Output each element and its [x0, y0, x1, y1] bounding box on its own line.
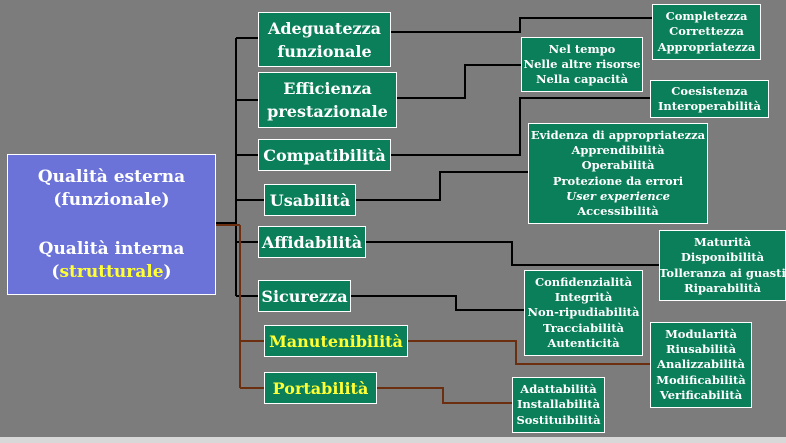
bottom-bar — [0, 437, 786, 443]
sub-item: Appropriatezza — [657, 39, 756, 54]
root-line-external: Qualità esterna — [37, 166, 186, 187]
sub-item: Evidenza di appropriatezza — [530, 127, 706, 142]
structural-highlight: strutturale — [59, 261, 164, 282]
root-line-structural: (strutturale) — [51, 261, 172, 282]
sub-item: Accessibilità — [577, 203, 659, 218]
sub-compatibilita: Coesistenza Interoperabilità — [650, 80, 769, 118]
char-usabilita: Usabilità — [264, 184, 356, 216]
sub-portabilita: Adattabilità Installabilità Sostituibili… — [512, 377, 605, 433]
sub-item: Modificabilità — [656, 372, 746, 387]
sub-item: Interoperabilità — [658, 99, 761, 113]
char-compatibilita: Compatibilità — [258, 139, 391, 171]
sub-item: Adattabilità — [520, 382, 597, 397]
sub-adeguatezza: Completezza Correttezza Appropriatezza — [652, 4, 761, 60]
sub-item: Riparabilità — [684, 280, 761, 295]
root-quality-box: Qualità esterna (funzionale) Qualità int… — [7, 154, 216, 295]
char-manutenibilita-label: Manutenibilità — [269, 331, 403, 351]
char-efficienza-line2: prestazionale — [267, 102, 388, 121]
char-adeguatezza-funzionale: Adeguatezza funzionale — [258, 12, 391, 67]
char-adeguatezza-line2: funzionale — [277, 41, 372, 61]
char-usabilita-label: Usabilità — [269, 190, 351, 210]
root-line-functional: (funzionale) — [53, 189, 170, 210]
sub-item: Nella capacità — [535, 72, 629, 87]
sub-item: Tolleranza ai guasti — [659, 265, 786, 280]
char-compatibilita-label: Compatibilità — [263, 145, 386, 165]
char-sicurezza: Sicurezza — [258, 280, 351, 312]
sub-item: Verificabilità — [659, 387, 743, 402]
char-manutenibilita: Manutenibilità — [264, 325, 408, 357]
sub-item: Confidenzialità — [534, 274, 633, 289]
sub-item: Protezione da errori — [552, 173, 684, 188]
char-efficienza-prestazionale: Efficienza prestazionale — [258, 72, 397, 128]
sub-item: Installabilità — [516, 397, 601, 412]
sub-item: Coesistenza — [671, 83, 748, 98]
sub-item: Analizzabilità — [657, 357, 745, 372]
sub-item: Modularità — [665, 326, 737, 341]
sub-manutenibilita: Modularità Riusabilità Analizzabilità Mo… — [650, 322, 752, 408]
sub-item: Riusabilità — [665, 342, 737, 357]
sub-item: Sostituibilità — [516, 412, 601, 427]
char-efficienza-line1: Efficienza — [283, 79, 372, 98]
sub-sicurezza: Confidenzialità Integrità Non-ripudiabil… — [524, 270, 643, 356]
sub-item: Non-ripudiabilità — [527, 305, 640, 320]
sub-item: Disponibilità — [680, 250, 765, 265]
char-sicurezza-label: Sicurezza — [261, 286, 348, 306]
char-affidabilita: Affidabilità — [258, 226, 366, 258]
sub-usabilita: Evidenza di appropriatezza Apprendibilit… — [528, 123, 708, 224]
sub-item: Operabilità — [581, 158, 655, 173]
sub-affidabilita: Maturità Disponibilità Tolleranza ai gua… — [659, 230, 786, 301]
sub-item: Nel tempo — [548, 41, 616, 56]
sub-item: Integrità — [554, 290, 613, 305]
char-portabilita: Portabilità — [264, 372, 377, 404]
sub-efficienza: Nel tempo Nelle altre risorse Nella capa… — [521, 37, 643, 92]
char-portabilita-label: Portabilità — [272, 378, 369, 398]
char-adeguatezza-line1: Adeguatezza — [267, 18, 382, 38]
sub-item: Tracciabilità — [543, 320, 624, 335]
sub-item: Completezza — [665, 9, 748, 24]
sub-item: Apprendibilità — [571, 143, 665, 158]
sub-item: Maturità — [693, 235, 752, 250]
sub-item: Autenticità — [547, 335, 620, 350]
sub-item: User experience — [566, 188, 670, 203]
char-affidabilita-label: Affidabilità — [261, 232, 363, 252]
sub-item: Correttezza — [669, 24, 744, 39]
root-line-internal: Qualità interna — [38, 238, 185, 259]
sub-item: Nelle altre risorse — [523, 56, 641, 71]
